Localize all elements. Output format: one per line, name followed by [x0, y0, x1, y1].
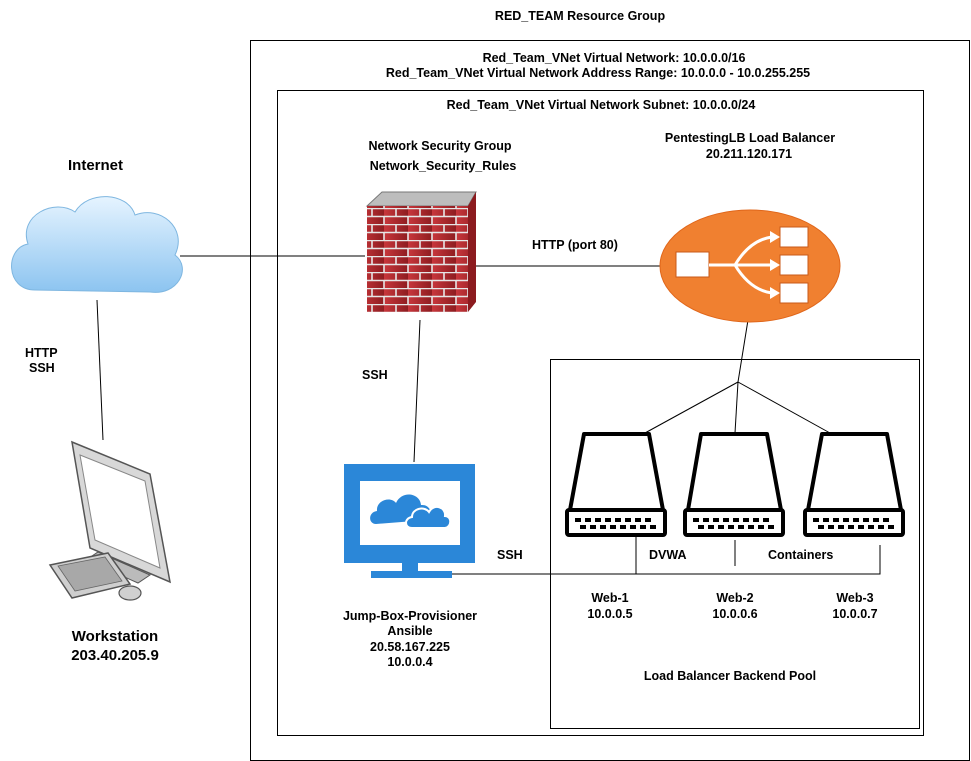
dvwa-label: DVWA [649, 548, 687, 562]
resource-group-title: RED_TEAM Resource Group [494, 9, 666, 23]
nsg-label: Network Security Group [368, 139, 512, 153]
workstation-ip: 203.40.205.9 [71, 647, 159, 664]
jumpbox-monitor-icon [344, 464, 475, 578]
nsg-jumpbox-link [413, 319, 421, 463]
load-balancer-ip: 20.211.120.171 [705, 147, 793, 161]
web3-name: Web-3 [836, 591, 874, 605]
ssh-jumpbox-web-label: SSH [497, 548, 523, 562]
workstation-label: Workstation [71, 628, 159, 645]
backend-pool-box [550, 359, 920, 729]
load-balancer-icon [659, 209, 841, 323]
nsg-rules-label: Network_Security_Rules [369, 159, 517, 173]
lb-pool-link [737, 319, 749, 383]
load-balancer-label: PentestingLB Load Balancer [664, 131, 836, 145]
firewall-icon [365, 191, 477, 312]
internet-protocol-ssh: SSH [29, 361, 55, 375]
web2-ip: 10.0.0.6 [712, 607, 758, 621]
subnet-title: Red_Team_VNet Virtual Network Subnet: 10… [446, 98, 756, 112]
pool-web1-link [644, 381, 739, 434]
connectors [96, 255, 881, 575]
internet-label: Internet [68, 157, 124, 174]
server-web2-icon [683, 432, 785, 537]
web1-name: Web-1 [591, 591, 629, 605]
server-web1-icon [565, 432, 667, 537]
jumpbox-private-ip: 10.0.0.4 [387, 655, 433, 669]
backend-pool-label: Load Balancer Backend Pool [643, 669, 817, 683]
resource-group-box [250, 40, 970, 761]
web3-ip: 10.0.0.7 [832, 607, 878, 621]
internet-cloud-icon [11, 196, 183, 293]
jumpbox-public-ip: 20.58.167.225 [370, 640, 450, 654]
containers-label: Containers [768, 548, 834, 562]
web1-ip: 10.0.0.5 [587, 607, 633, 621]
workstation-icon [48, 440, 171, 601]
web2-name: Web-2 [716, 591, 754, 605]
vnet-address-range: Red_Team_VNet Virtual Network Address Ra… [385, 66, 811, 80]
pool-web3-link [737, 381, 831, 434]
ssh-nsg-jumpbox-label: SSH [362, 368, 388, 382]
jumpbox-name: Jump-Box-Provisioner [342, 609, 478, 623]
jumpbox-web-ssh-link [452, 545, 881, 575]
vnet-title: Red_Team_VNet Virtual Network: 10.0.0.0/… [482, 51, 746, 65]
server-web3-icon [803, 432, 905, 537]
internet-protocol-http: HTTP [25, 346, 58, 360]
internet-workstation-link [96, 299, 104, 441]
pool-web2-link [734, 381, 739, 434]
jumpbox-role: Ansible [387, 624, 433, 638]
subnet-box [277, 90, 924, 736]
http-link-label: HTTP (port 80) [532, 238, 618, 252]
